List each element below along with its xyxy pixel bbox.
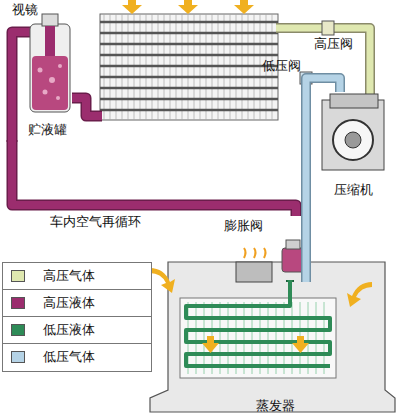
low-pressure-valve [300, 72, 312, 84]
legend-row: 低压液体 [3, 317, 151, 344]
legend-text: 高压液体 [43, 295, 95, 311]
condenser [100, 14, 278, 120]
high-pressure-liquid-pipe [12, 32, 102, 142]
pipe-line [12, 140, 296, 216]
legend-text: 高压气体 [43, 268, 95, 284]
pipe-line [286, 280, 294, 282]
air-arrow [150, 268, 372, 353]
compressor [322, 94, 384, 170]
expansion-valve-box: 膨胀阀 [222, 216, 314, 280]
legend-row: 高压液体 [3, 290, 151, 317]
refrigerant-pipe [306, 78, 340, 282]
pipe-line [306, 78, 340, 282]
pipe-line [306, 78, 340, 282]
legend-table: 高压气体高压液体低压液体低压气体 [2, 262, 152, 372]
expansion-valve [282, 240, 304, 272]
component-label: 视镜 [12, 2, 38, 18]
evaporator-box: 蒸发器 [160, 282, 390, 414]
receiver-tank [30, 14, 70, 112]
component-label: 蒸发器 [256, 398, 295, 414]
pipe-line [12, 140, 296, 216]
evaporator-coil [186, 282, 330, 374]
legend-swatch [11, 324, 25, 336]
compressor-box: 压缩机 [318, 92, 390, 200]
legend-row: 高压气体 [3, 263, 151, 290]
legend-row: 低压气体 [3, 344, 151, 371]
refrigerant-pipe [12, 140, 296, 216]
legend-swatch [11, 270, 25, 282]
blower-fan [236, 248, 272, 282]
evaporator-housing [150, 262, 395, 412]
legend-text: 低压气体 [43, 349, 95, 365]
component-label: 膨胀阀 [224, 218, 263, 234]
legend-swatch [11, 351, 25, 363]
part-label: 低压阀 [262, 58, 301, 74]
part-label: 车内空气再循环 [50, 214, 141, 230]
part-label: 高压阀 [314, 36, 353, 52]
refrigerant-pipe [290, 280, 291, 282]
legend-swatch [11, 297, 25, 309]
component-label: 贮液罐 [28, 122, 67, 138]
pipe-line [288, 280, 293, 282]
receiver-box: 视镜贮液罐 [8, 2, 92, 140]
legend-text: 低压液体 [43, 322, 95, 338]
component-label: 压缩机 [334, 182, 373, 198]
air-arrow [122, 0, 254, 14]
